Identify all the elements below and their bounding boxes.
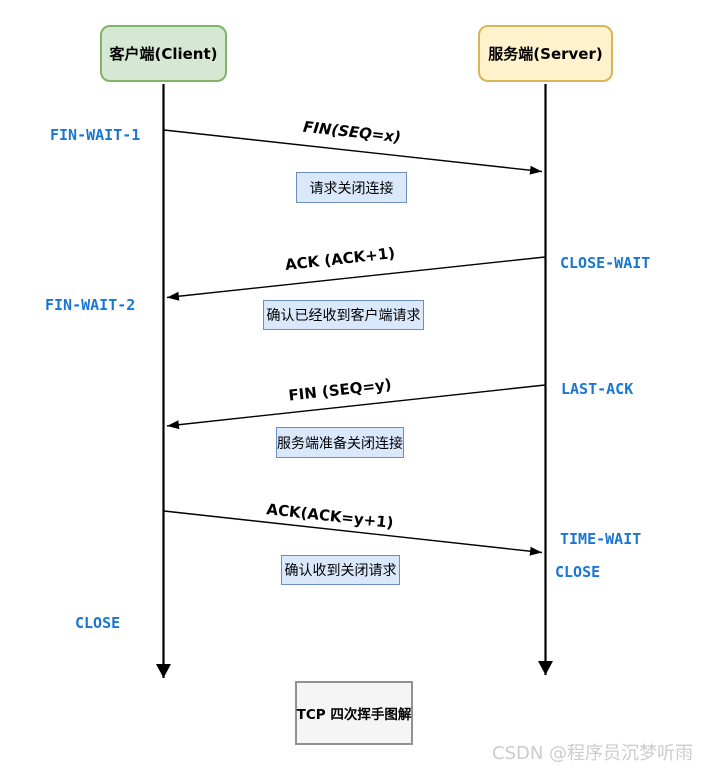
note-server-prepare-close: 服务端准备关闭连接 [276, 427, 404, 458]
actor-client-label: 客户端(Client) [109, 45, 218, 63]
arrow-fin-seq-y [166, 384, 546, 430]
state-client-close: CLOSE [75, 614, 121, 632]
arrow-ack-ack-plus-1 [166, 256, 546, 301]
state-fin-wait-2: FIN-WAIT-2 [45, 296, 136, 314]
actor-client-box: 客户端(Client) [100, 25, 227, 82]
note-confirm-client-request: 确认已经收到客户端请求 [263, 300, 424, 330]
state-fin-wait-1: FIN-WAIT-1 [50, 126, 141, 144]
state-time-wait: TIME-WAIT [560, 530, 642, 548]
state-close-wait: CLOSE-WAIT [560, 254, 651, 272]
actor-server-box: 服务端(Server) [478, 25, 613, 82]
arrow-ack-y-plus-1 [163, 510, 543, 556]
state-last-ack: LAST-ACK [561, 380, 634, 398]
diagram-title: TCP 四次挥手图解 [296, 707, 412, 723]
arrow-fin-seq-x [163, 129, 543, 175]
actor-server-label: 服务端(Server) [488, 45, 603, 63]
note-confirm-close-request: 确认收到关闭请求 [281, 555, 400, 585]
csdn-watermark: CSDN @程序员沉梦听雨 [492, 743, 694, 764]
diagram-title-box: TCP 四次挥手图解 [295, 681, 413, 745]
state-server-close: CLOSE [555, 563, 601, 581]
note-request-close: 请求关闭连接 [296, 172, 407, 203]
